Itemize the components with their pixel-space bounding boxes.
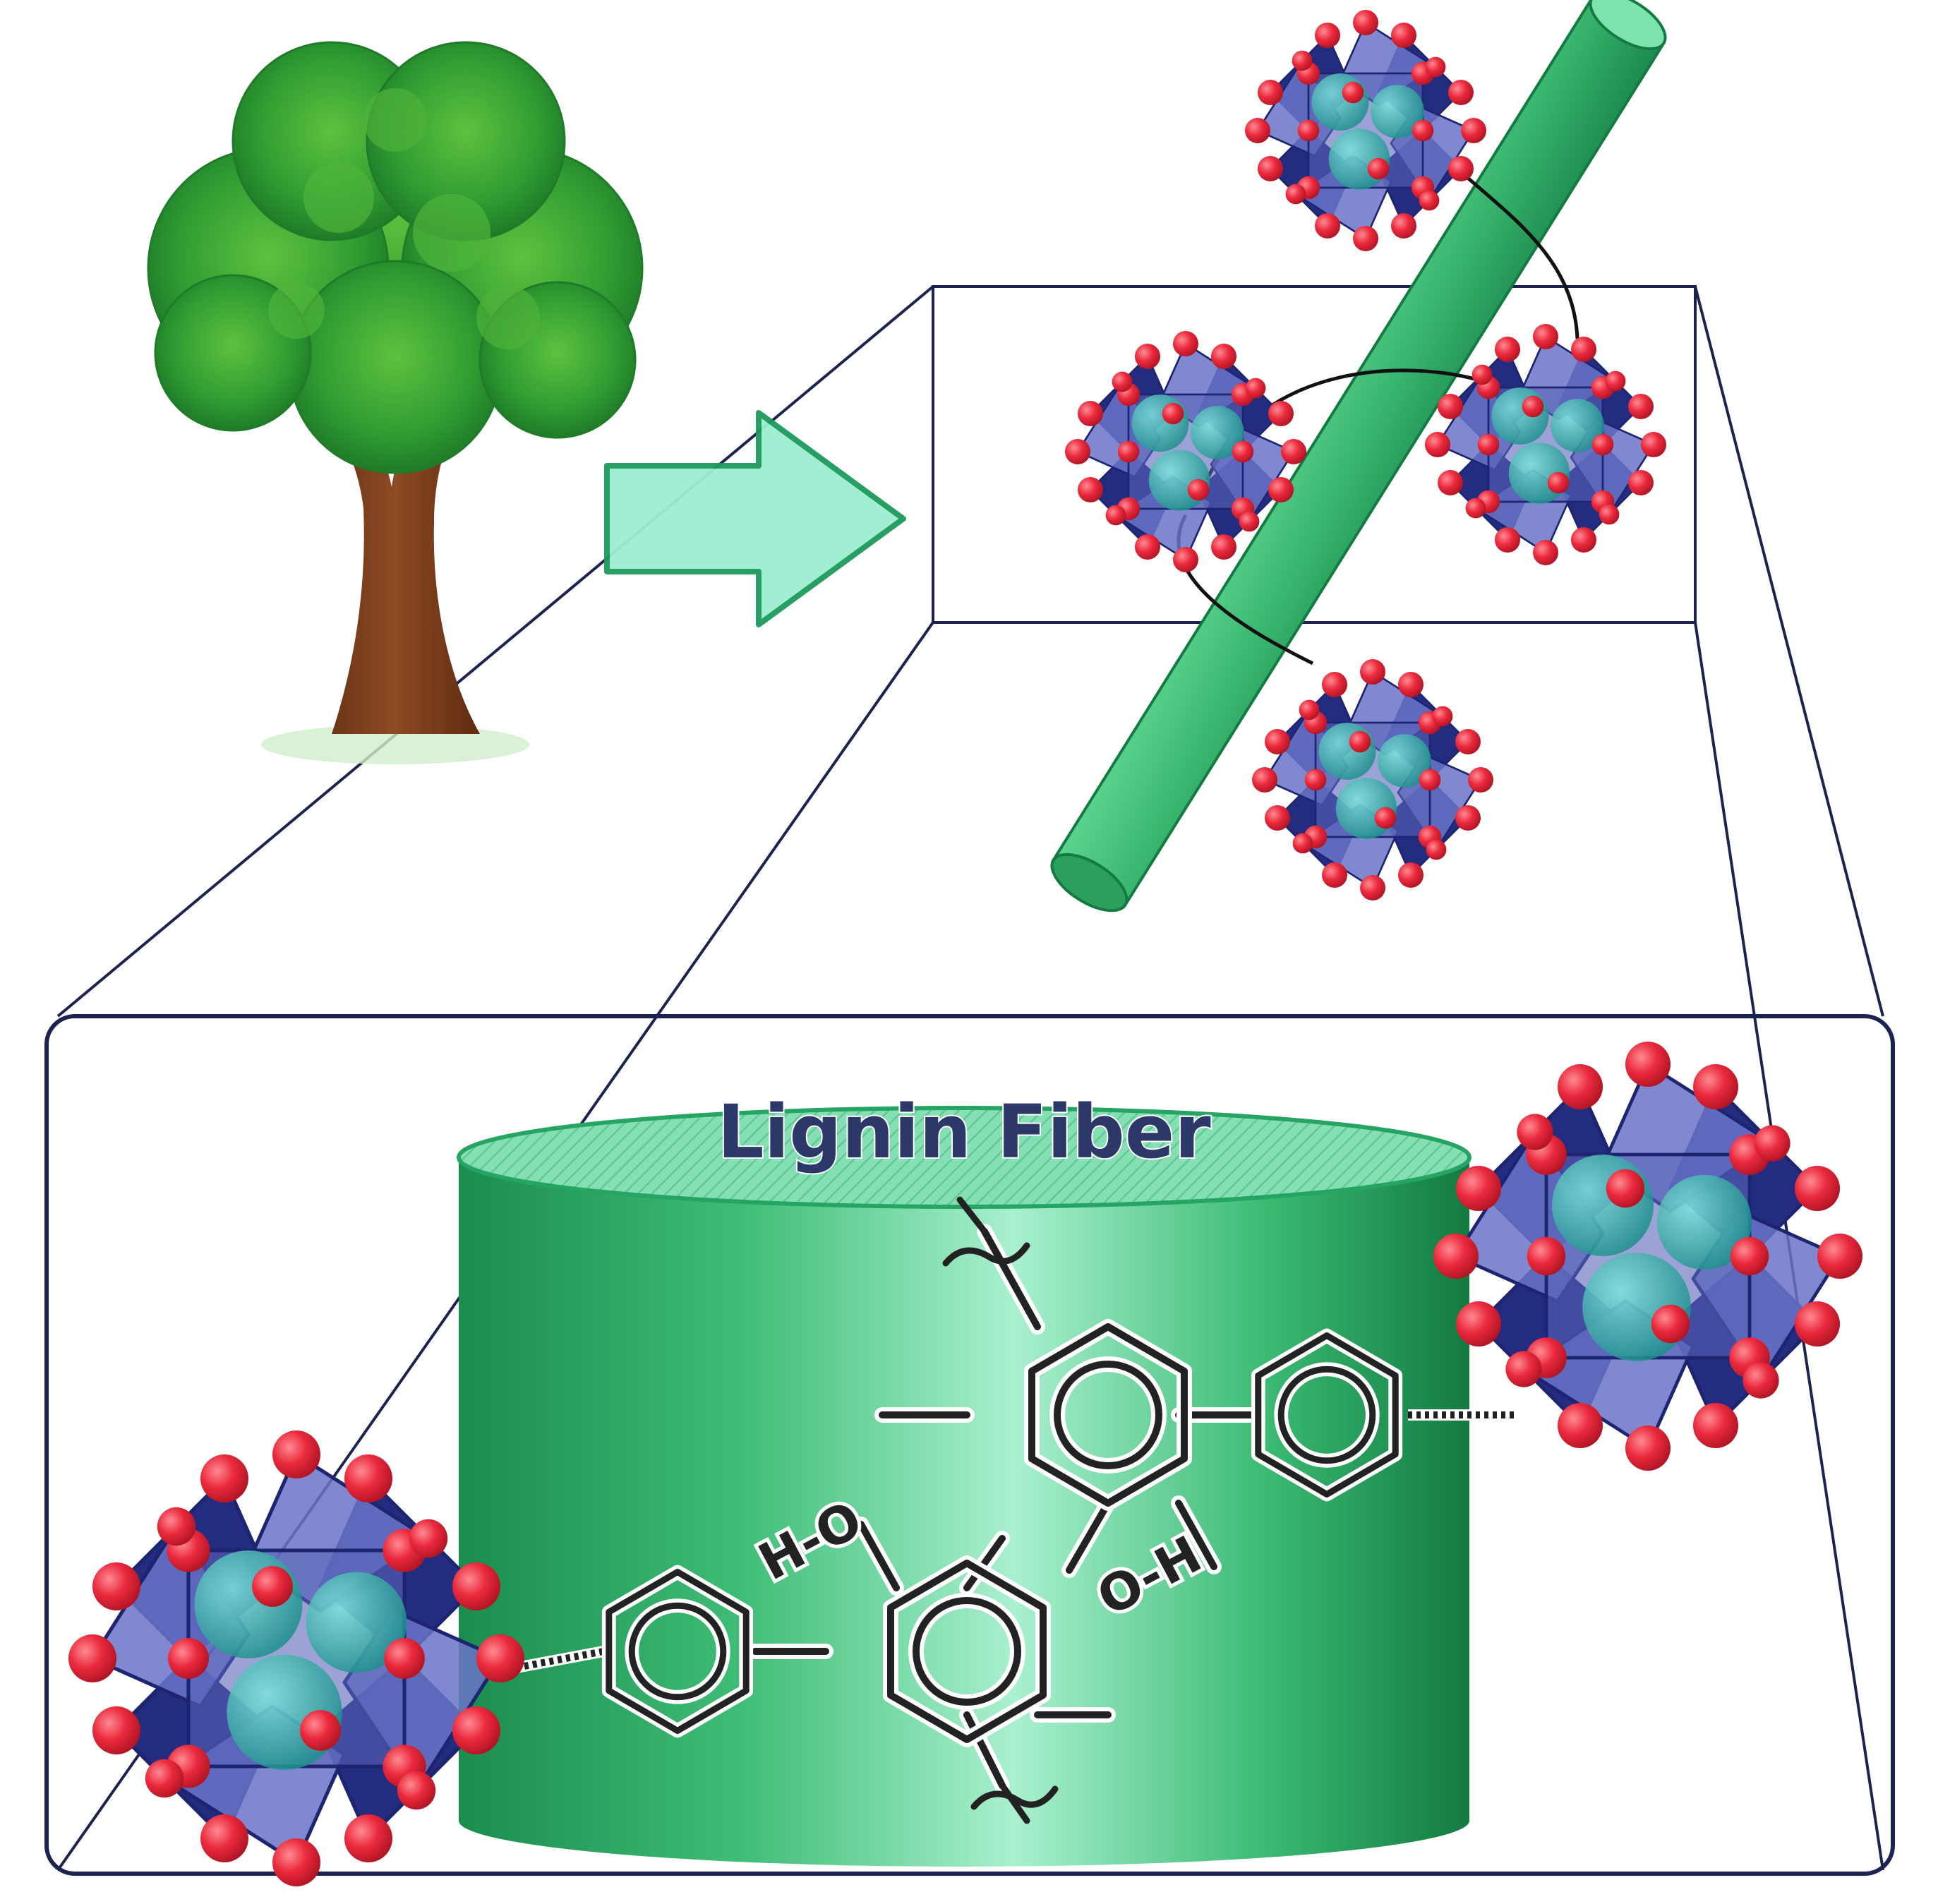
bond <box>1175 1500 1217 1570</box>
diagram-title: Lignin Fiber <box>717 1089 1210 1175</box>
bond <box>963 1711 1006 1789</box>
tree-icon <box>147 41 644 764</box>
fiber-cylinder-icon <box>1050 0 1667 912</box>
arrow-right-icon <box>604 410 906 627</box>
polyoxometalate-cluster-icon <box>1244 8 1488 253</box>
detail-panel <box>44 1014 1895 1876</box>
bond <box>963 1535 1006 1591</box>
bond <box>1066 1500 1112 1574</box>
bond <box>857 1521 900 1591</box>
inset-frame <box>932 285 1697 624</box>
bond <box>981 1228 1041 1330</box>
polyoxometalate-cluster-icon <box>1433 1042 1862 1471</box>
polyoxometalate-cluster-icon <box>1251 658 1495 902</box>
polyoxometalate-cluster-icon <box>68 1430 524 1886</box>
